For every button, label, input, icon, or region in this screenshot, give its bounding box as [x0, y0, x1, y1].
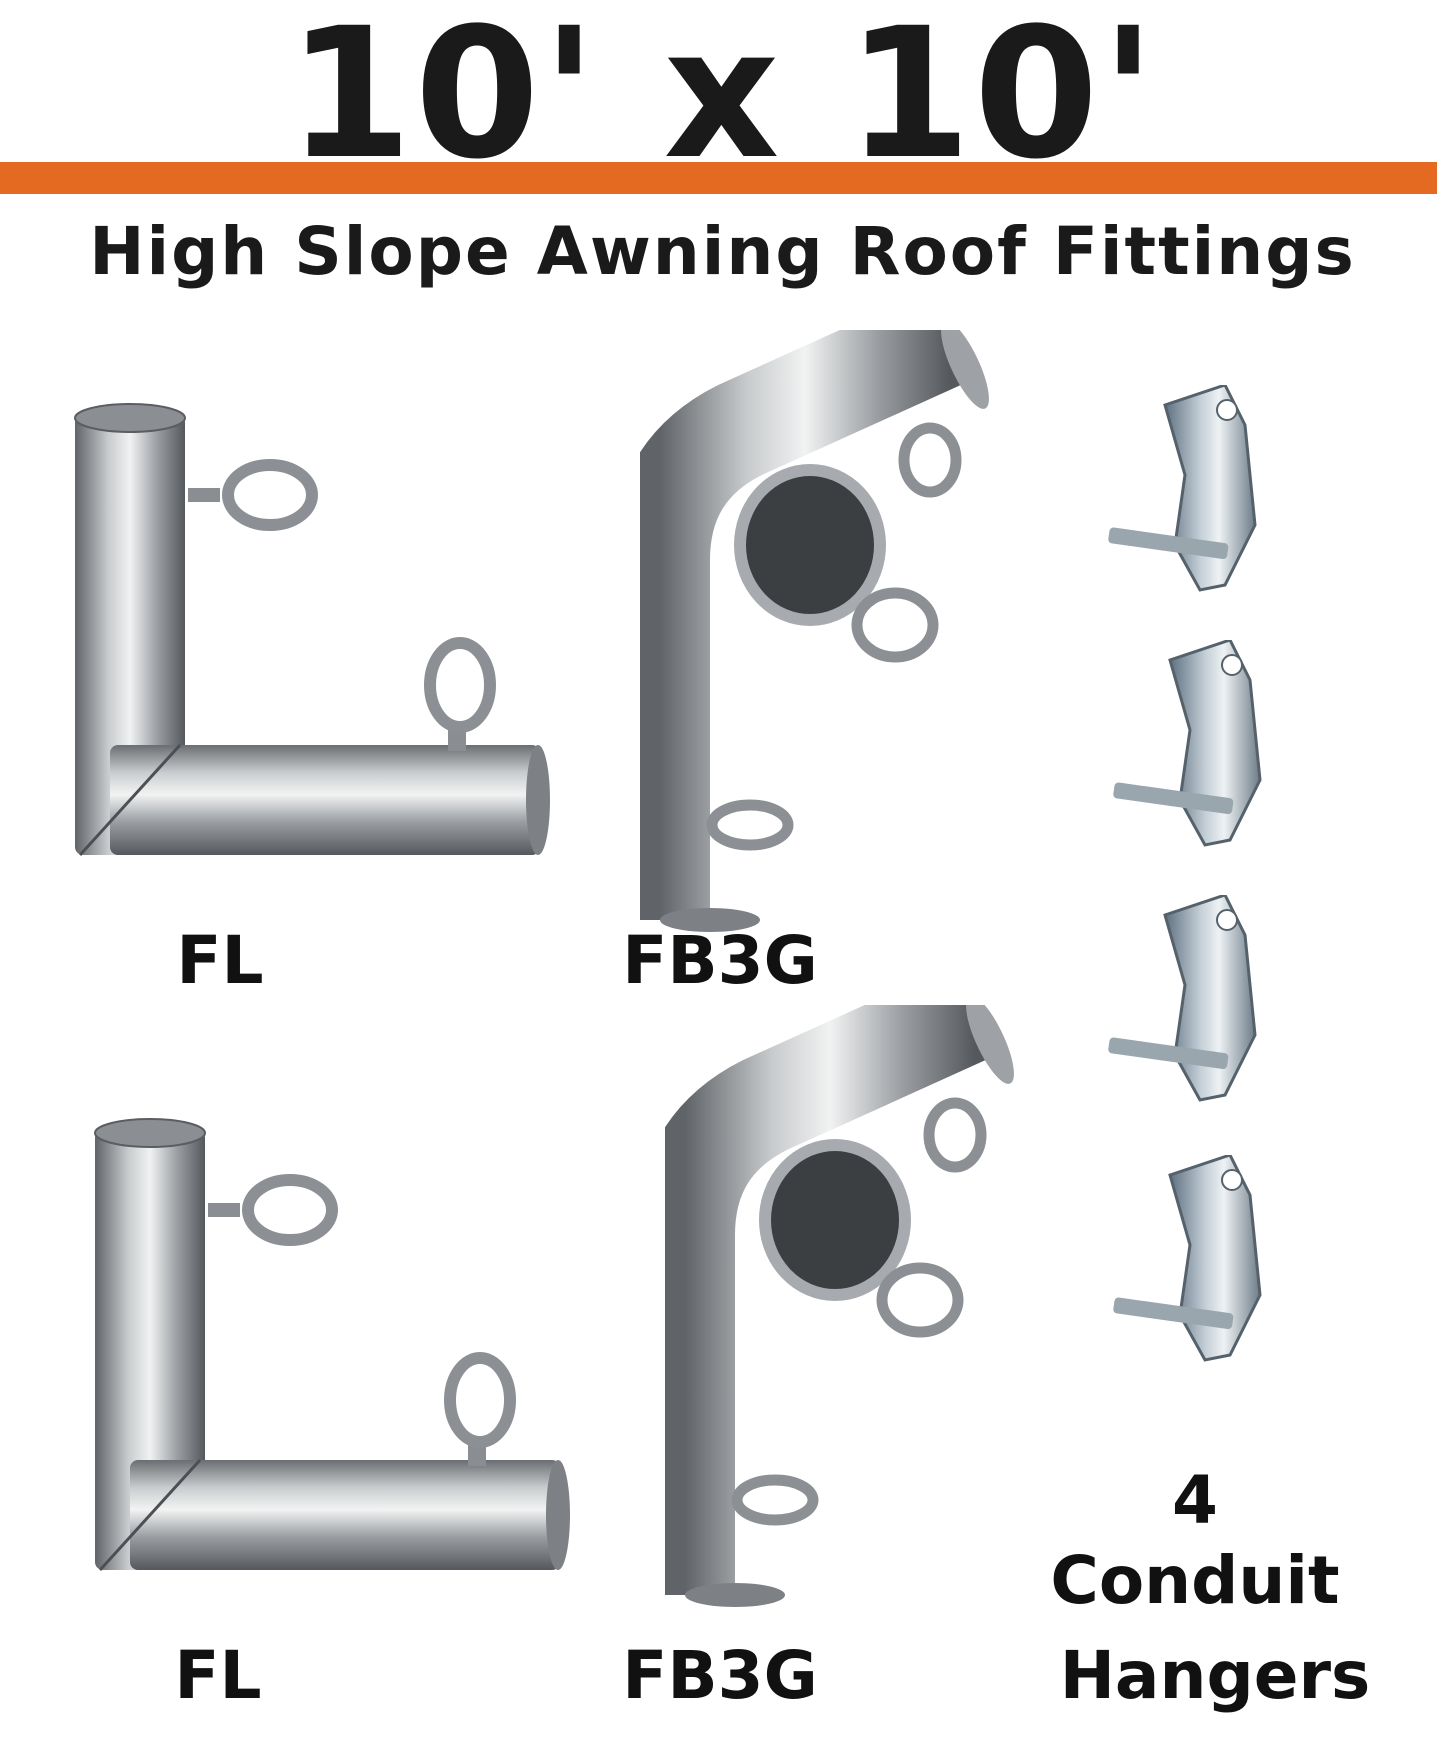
hangers-label-line2: Hangers: [1059, 1637, 1371, 1714]
conduit-hanger-icon: [1113, 640, 1262, 847]
fl-fitting-icon: [94, 1118, 570, 1572]
conduit-hanger-icon: [1113, 1155, 1262, 1362]
fl-bottom-label: FL: [174, 1637, 262, 1714]
fb3g-fitting-icon: [640, 330, 989, 932]
fl-fitting-icon: [74, 403, 550, 857]
conduit-hanger-icon: [1108, 895, 1257, 1102]
fb3g-fitting-icon: [665, 1005, 1014, 1607]
conduit-hanger-icon: [1108, 385, 1257, 592]
page-subtitle: High Slope Awning Roof Fittings: [89, 213, 1356, 290]
title-divider: [0, 162, 1437, 194]
fl-top-label: FL: [176, 922, 264, 999]
fb3g-top-label: FB3G: [622, 922, 818, 999]
fb3g-bottom-label: FB3G: [622, 1637, 818, 1714]
hangers-count: 4: [1172, 1462, 1218, 1539]
hangers-label-line1: Conduit: [1050, 1542, 1340, 1619]
page-title: 10' x 10': [287, 0, 1158, 199]
